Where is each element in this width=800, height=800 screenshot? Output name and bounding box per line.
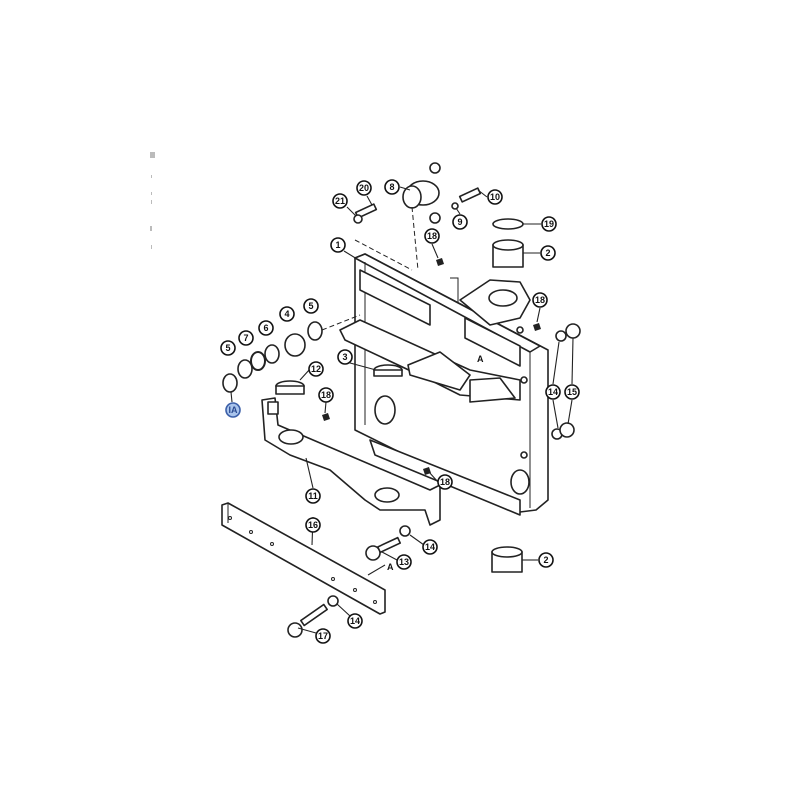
svg-text:18: 18 [440,477,450,487]
svg-text:1: 1 [335,240,340,250]
svg-text:21: 21 [335,196,345,206]
svg-text:18: 18 [427,231,437,241]
bar-part [221,502,386,615]
svg-text:20: 20 [359,183,369,193]
small-parts [222,162,581,638]
svg-text:17: 17 [318,631,328,641]
svg-text:2: 2 [545,248,550,258]
svg-text:3: 3 [342,352,347,362]
reference-label-a: A [387,562,394,572]
callout-14[interactable]: 14 [545,384,561,400]
svg-text:16: 16 [308,520,318,530]
callout-11[interactable]: 11 [305,488,321,504]
callout-1[interactable]: 1 [330,237,346,253]
reference-label-a: A [477,354,484,364]
callout-19[interactable]: 19 [541,216,557,232]
callout-14[interactable]: 14 [422,539,438,555]
callout-17[interactable]: 17 [315,628,331,644]
svg-text:13: 13 [399,557,409,567]
callout-5[interactable]: 5 [220,340,236,356]
callout-20[interactable]: 20 [356,180,372,196]
callout-18[interactable]: 18 [424,228,440,244]
svg-text:4: 4 [284,309,289,319]
callout-14[interactable]: 14 [347,613,363,629]
callout-18[interactable]: 18 [532,292,548,308]
callout-21[interactable]: 21 [332,193,348,209]
svg-text:12: 12 [311,364,321,374]
callout-5[interactable]: 5 [303,298,319,314]
svg-text:11: 11 [308,491,318,501]
svg-text:5: 5 [225,343,230,353]
svg-text:IA: IA [229,405,239,415]
callout-18[interactable]: 18 [318,387,334,403]
svg-text:8: 8 [389,182,394,192]
callout-16[interactable]: 16 [305,517,321,533]
callout-13[interactable]: 13 [396,554,412,570]
margin-marks [150,152,155,249]
callout-10[interactable]: 10 [487,189,503,205]
leader-lines [230,186,574,634]
svg-text:9: 9 [457,217,462,227]
svg-text:2: 2 [543,555,548,565]
svg-text:5: 5 [308,301,313,311]
callout-9[interactable]: 9 [452,214,468,230]
callout-8[interactable]: 8 [384,179,400,195]
callout-15[interactable]: 15 [564,384,580,400]
svg-text:14: 14 [425,542,435,552]
callout-ia-highlighted[interactable]: IA [225,402,241,418]
callout-6[interactable]: 6 [258,320,274,336]
callout-7[interactable]: 7 [238,330,254,346]
svg-text:7: 7 [243,333,248,343]
svg-text:18: 18 [535,295,545,305]
svg-text:6: 6 [263,323,268,333]
svg-text:19: 19 [544,219,554,229]
svg-text:14: 14 [350,616,360,626]
drawbar-part [261,397,441,526]
callout-2[interactable]: 2 [538,552,554,568]
svg-text:18: 18 [321,390,331,400]
callout-4[interactable]: 4 [279,306,295,322]
callout-12[interactable]: 12 [308,361,324,377]
svg-text:15: 15 [567,387,577,397]
svg-text:10: 10 [490,192,500,202]
svg-text:14: 14 [548,387,558,397]
callout-2[interactable]: 2 [540,245,556,261]
callout-18[interactable]: 18 [437,474,453,490]
callout-3[interactable]: 3 [337,349,353,365]
